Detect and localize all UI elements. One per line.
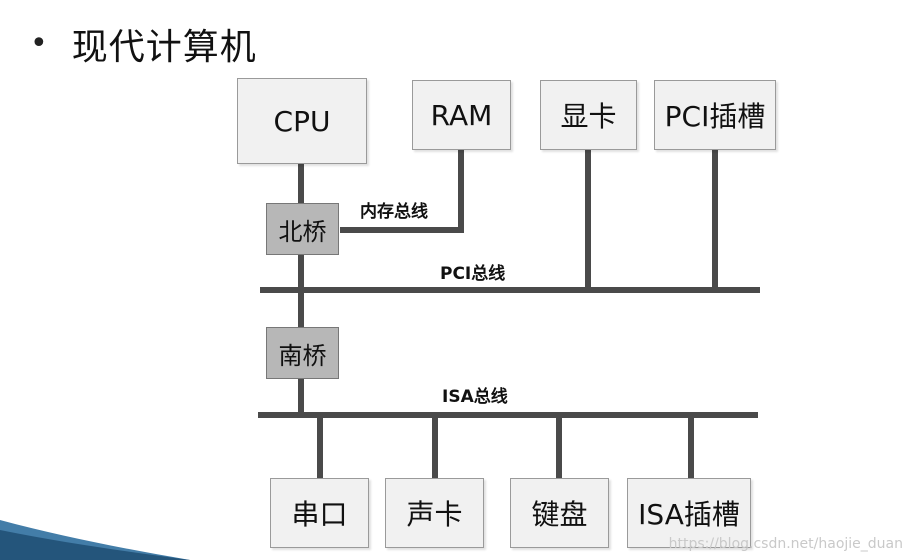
keyboard-box: 键盘 bbox=[510, 478, 609, 548]
keyboard-isa-line bbox=[556, 415, 562, 479]
north-bridge-label: 北桥 bbox=[278, 217, 327, 246]
isa-slot-box: ISA插槽 bbox=[627, 478, 751, 548]
serial-port-box: 串口 bbox=[270, 478, 369, 548]
corner-swoosh-decoration bbox=[0, 500, 190, 560]
pci-slot-box: PCI插槽 bbox=[654, 80, 776, 150]
south-bridge-label: 南桥 bbox=[278, 341, 327, 370]
south-bridge-chip: 南桥 bbox=[266, 327, 339, 379]
memory-bus-vertical-line bbox=[458, 150, 464, 232]
isa-slot-isa-line bbox=[688, 415, 694, 479]
memory-bus-horizontal-line bbox=[340, 227, 464, 233]
cpu-box: CPU bbox=[237, 78, 367, 164]
sound-card-box: 声卡 bbox=[385, 478, 484, 548]
watermark-url: https://blog.csdn.net/haojie_duan bbox=[668, 536, 903, 552]
gpu-label: 显卡 bbox=[560, 100, 617, 133]
cpu-north-bridge-line bbox=[298, 162, 304, 204]
gpu-pci-line bbox=[585, 150, 591, 290]
keyboard-label: 键盘 bbox=[531, 498, 588, 531]
pci-south-bridge-line bbox=[298, 292, 304, 328]
north-bridge-chip: 北桥 bbox=[266, 203, 339, 255]
pci-slot-pci-line bbox=[712, 150, 718, 290]
pci-bus-label: PCI总线 bbox=[440, 264, 506, 284]
gpu-box: 显卡 bbox=[540, 80, 637, 150]
isa-bus-label: ISA总线 bbox=[442, 387, 508, 407]
slide-title: 现代计算机 bbox=[71, 27, 257, 68]
pci-slot-label: PCI插槽 bbox=[664, 100, 766, 133]
title-row: • 现代计算机 bbox=[30, 14, 257, 74]
pci-bus-line bbox=[260, 287, 760, 293]
ram-box: RAM bbox=[412, 80, 511, 150]
corner-swoosh-graphic bbox=[0, 520, 190, 560]
ram-label: RAM bbox=[430, 98, 493, 132]
bullet-point: • bbox=[30, 26, 48, 61]
memory-bus-label: 内存总线 bbox=[360, 202, 428, 222]
isa-slot-label: ISA插槽 bbox=[638, 498, 740, 531]
north-bridge-pci-line bbox=[298, 254, 304, 290]
serial-port-label: 串口 bbox=[291, 498, 348, 531]
serial-port-isa-line bbox=[317, 415, 323, 479]
cpu-label: CPU bbox=[273, 104, 331, 138]
isa-bus-line bbox=[258, 412, 758, 418]
sound-card-isa-line bbox=[432, 415, 438, 479]
south-bridge-isa-line bbox=[298, 378, 304, 414]
sound-card-label: 声卡 bbox=[406, 498, 463, 531]
